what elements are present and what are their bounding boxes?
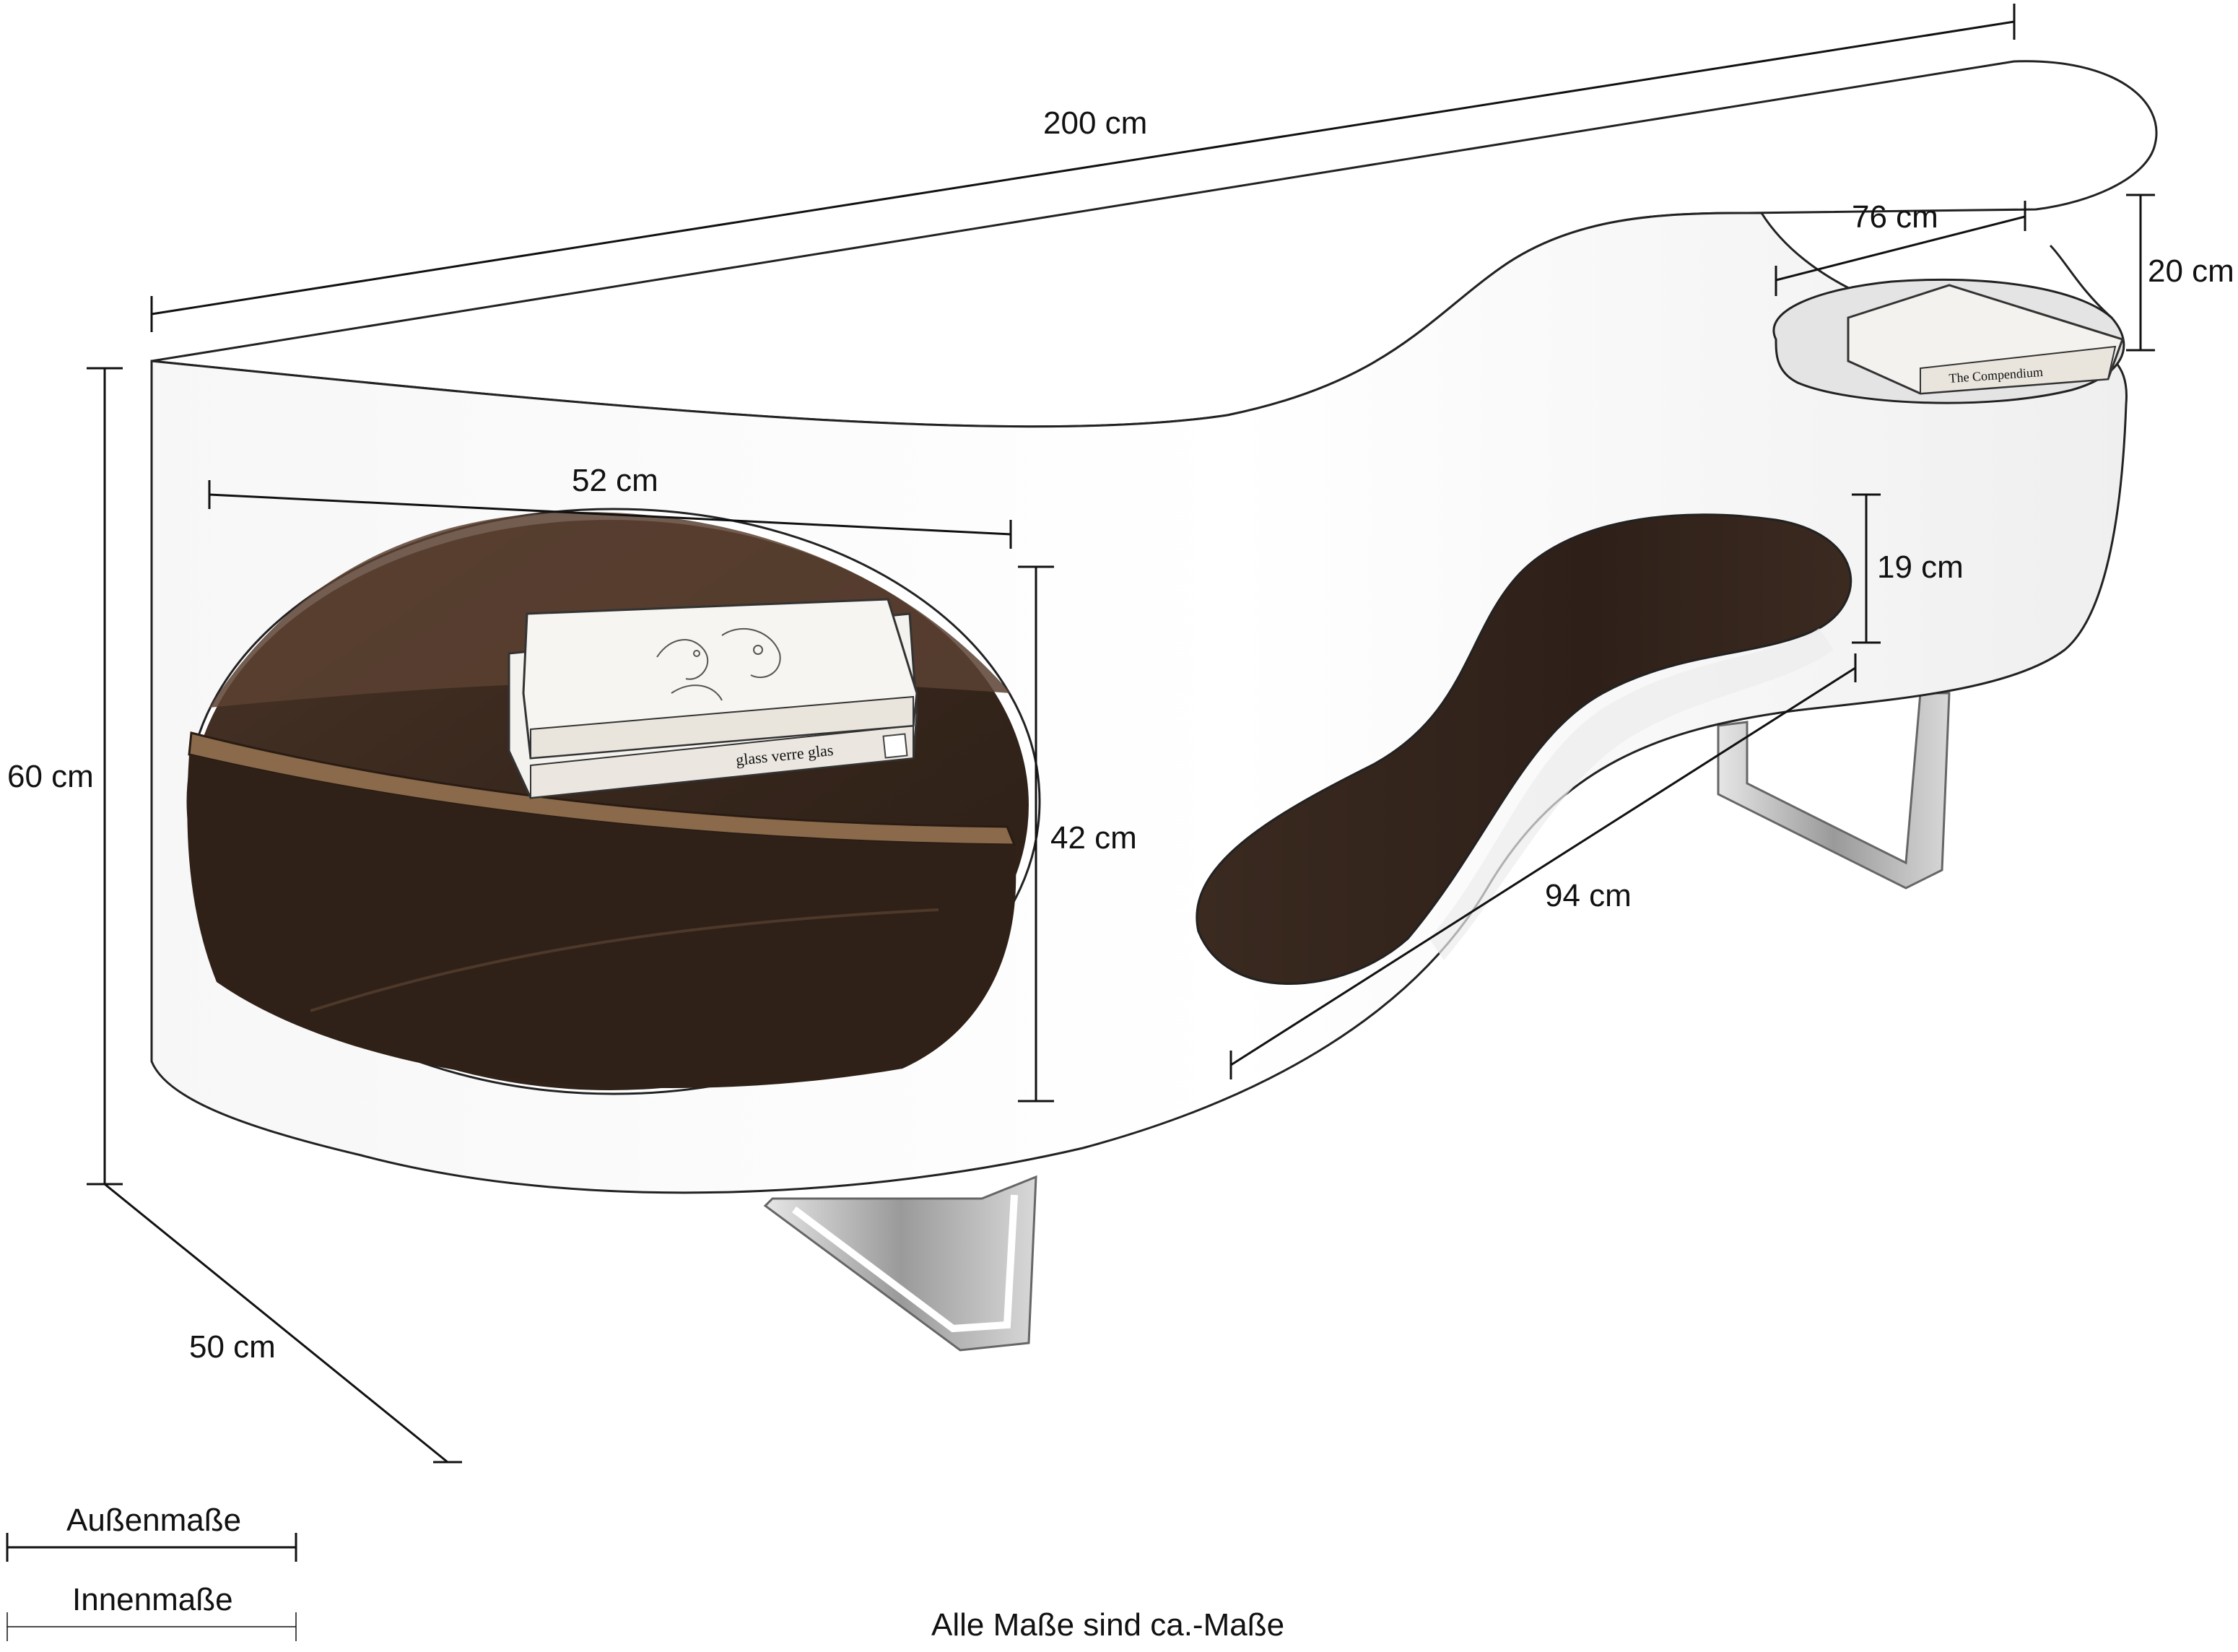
dimension-labels: 200 cm 60 cm 50 cm 52 cm 42 cm 76 cm 20 … — [7, 105, 2234, 1365]
dimension-lines — [87, 4, 2155, 1464]
right-leg — [1717, 692, 1951, 890]
book-stack: glass verre glas — [508, 598, 918, 799]
label-height: 60 cm — [7, 759, 94, 794]
legend-inner-line — [6, 1612, 297, 1641]
legend-outer-line — [6, 1533, 297, 1562]
dim-line-center-niche-length — [1230, 666, 1856, 1066]
label-right-niche-width: 76 cm — [1852, 199, 1938, 235]
legend: Außenmaße Innenmaße — [6, 1503, 297, 1641]
label-left-niche-height: 42 cm — [1050, 820, 1137, 856]
dim-line-depth — [104, 1183, 448, 1464]
label-left-niche-width: 52 cm — [572, 463, 658, 498]
legend-inner-label: Innenmaße — [72, 1582, 233, 1617]
dim-line-right-niche-width — [1775, 215, 2026, 282]
legend-outer-label: Außenmaße — [66, 1503, 241, 1538]
center-niche — [1196, 513, 1852, 985]
right-top-niche: The Compendium — [1772, 244, 2125, 404]
dim-line-length — [151, 20, 2015, 316]
book-cover-illustration — [656, 628, 781, 701]
label-center-niche-height: 19 cm — [1877, 549, 1964, 585]
label-depth: 50 cm — [189, 1329, 276, 1365]
label-length: 200 cm — [1043, 105, 1147, 141]
left-leg — [763, 1175, 1037, 1352]
footer-note: Alle Maße sind ca.-Maße — [931, 1607, 1284, 1643]
label-center-niche-length: 94 cm — [1545, 878, 1632, 913]
label-right-niche-height: 20 cm — [2148, 253, 2234, 289]
left-oval-niche — [186, 508, 1041, 1095]
dim-line-left-niche-width — [209, 493, 1011, 536]
